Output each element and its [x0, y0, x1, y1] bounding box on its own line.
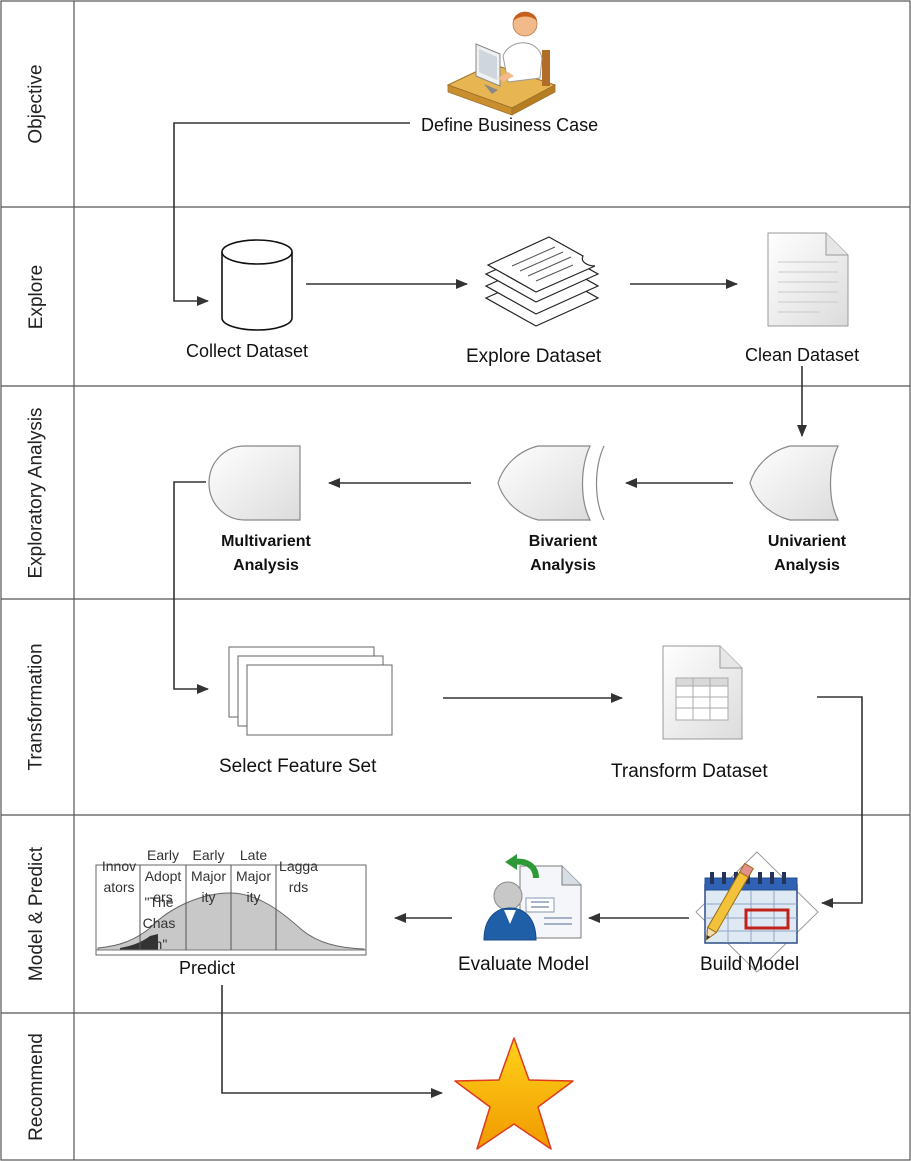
lane-label-objective: Objective: [26, 64, 48, 144]
curve-label-early-adopters-line2: Adopt: [144, 868, 182, 884]
transform-dataset-label: Transform Dataset: [611, 761, 768, 782]
univarient-analysis-shape: [749, 445, 839, 521]
curve-label-early-majority-line2: Major: [190, 868, 226, 884]
build-model-label: Build Model: [700, 954, 800, 975]
curve-label-innovators: Innov ators: [97, 856, 141, 898]
curve-label-late-majority-line2: Major: [235, 868, 271, 884]
document-icon: [767, 232, 849, 327]
curve-label-early-adopters-line3: ers: [153, 889, 173, 905]
multivarient-label-line1: Multivarient: [221, 533, 311, 550]
connectors: [173, 122, 863, 1098]
star-icon: [454, 1037, 574, 1150]
predict-label: Predict: [179, 958, 236, 978]
database-cylinder-icon: [221, 239, 293, 331]
multivarient-analysis-shape: [208, 445, 301, 521]
explore-dataset-label: Explore Dataset: [466, 346, 602, 367]
curve-label-early-majority: Early Major ity: [186, 845, 231, 908]
curve-label-innovators-line1: Innov: [101, 858, 137, 874]
person-at-desk-icon: [446, 11, 557, 116]
bivarient-label-line1: Bivarient: [528, 533, 598, 550]
clean-dataset-label: Clean Dataset: [745, 345, 860, 365]
stacked-documents-icon: [484, 236, 600, 327]
connector-business-to-collect: [173, 122, 410, 306]
lane-label-model-predict: Model & Predict: [26, 846, 47, 982]
curve-label-chasm: "The Chas m": [136, 892, 182, 955]
curve-label-chasm-line2: Chas: [142, 915, 176, 931]
select-feature-set-label: Select Feature Set: [219, 756, 377, 777]
calendar-pencil-icon: [695, 851, 819, 973]
univarient-label-line2: Analysis: [774, 557, 840, 574]
curve-label-chasm-line1: "The: [144, 894, 174, 910]
lane-label-explore: Explore: [25, 264, 47, 329]
multivarient-analysis-label: Multivarient Analysis: [203, 530, 329, 578]
multivarient-label-line2: Analysis: [233, 557, 299, 574]
curve-label-late-majority: Late Major ity: [231, 845, 276, 908]
connector-transform-to-build: [817, 696, 863, 908]
define-business-case-label: Define Business Case: [421, 115, 599, 135]
bivarient-analysis-label: Bivarient Analysis: [500, 530, 626, 578]
connector-predict-to-recommend: [221, 985, 443, 1098]
adoption-curve-chart: [95, 864, 367, 956]
curve-label-laggards: Lagga rds: [276, 856, 321, 898]
curve-label-innovators-line2: ators: [103, 879, 135, 895]
univarient-label-line1: Univarient: [767, 533, 847, 550]
lane-label-recommend: Recommend: [26, 1032, 47, 1141]
bivarient-analysis-shape: [497, 445, 605, 521]
curve-label-laggards-line1: Lagga: [279, 858, 318, 874]
connector-multivarient-to-feature: [173, 481, 209, 694]
spreadsheet-document-icon: [662, 645, 743, 740]
bivarient-label-line2: Analysis: [530, 557, 596, 574]
curve-label-laggards-line2: rds: [288, 879, 309, 895]
univarient-analysis-label: Univarient Analysis: [744, 530, 870, 578]
curve-label-late-majority-line3: ity: [246, 889, 261, 905]
curve-label-late-majority-line1: Late: [239, 847, 268, 863]
evaluate-model-label: Evaluate Model: [458, 954, 589, 975]
lane-label-transformation: Transformation: [26, 643, 47, 771]
evaluate-person-document-icon: [483, 854, 582, 941]
curve-label-early-majority-line3: ity: [201, 889, 216, 905]
stacked-cards-icon: [228, 646, 393, 736]
curve-label-chasm-line3: m": [150, 936, 168, 952]
lane-label-exploratory-analysis: Exploratory Analysis: [26, 406, 48, 579]
curve-label-early-adopters: Early Adopt ers: [140, 845, 186, 908]
collect-dataset-label: Collect Dataset: [186, 341, 309, 361]
curve-label-early-adopters-line1: Early: [147, 847, 179, 863]
curve-label-early-majority-line1: Early: [192, 847, 225, 863]
